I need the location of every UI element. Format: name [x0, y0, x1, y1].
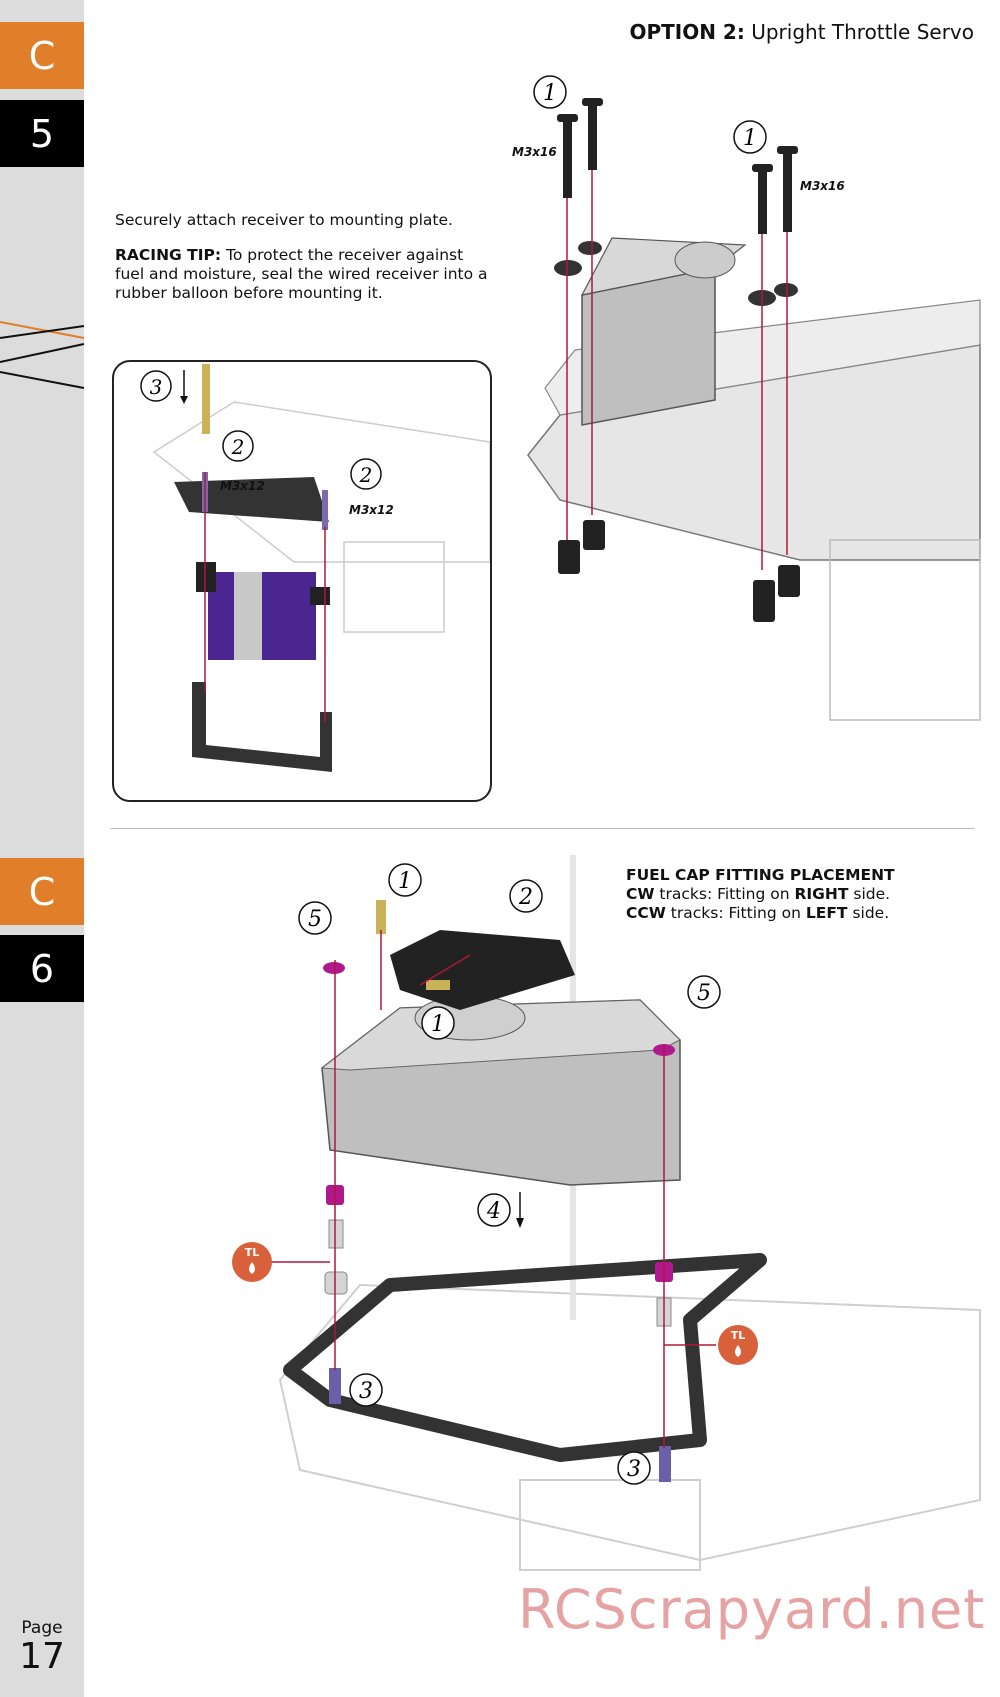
fuel-cap-title: FUEL CAP FITTING PLACEMENT	[626, 866, 895, 884]
svg-text:3: 3	[150, 375, 163, 399]
decorative-lines	[0, 321, 85, 389]
alignment-lines	[566, 170, 788, 570]
callout-2-cap: 2	[509, 879, 543, 913]
grommet	[326, 1185, 344, 1205]
svg-text:3: 3	[627, 1457, 641, 1482]
svg-text:TL: TL	[731, 1329, 746, 1342]
washer	[323, 962, 345, 974]
callout-3-left: 3	[349, 1373, 383, 1407]
instruction-text: Securely attach receiver to mounting pla…	[115, 211, 453, 229]
screw-size-label: M3x12	[349, 503, 394, 517]
post	[328, 1219, 344, 1249]
svg-text:5: 5	[697, 981, 711, 1006]
svg-text:1: 1	[543, 81, 557, 106]
svg-text:2: 2	[231, 435, 245, 459]
screw	[322, 490, 328, 530]
step-number-tab-2: 6	[0, 935, 84, 1002]
receiver-diagram: 3 2 2 M3x12 M3x12	[140, 364, 490, 772]
screw-head	[752, 164, 773, 172]
ccw-line: CCW tracks: Fitting on LEFT side.	[626, 904, 890, 922]
callout-3-right: 3	[617, 1451, 651, 1485]
spacer	[324, 1271, 348, 1295]
callout-2b: 2	[350, 458, 382, 490]
svg-text:1: 1	[398, 869, 412, 894]
cw-line: CW tracks: Fitting on RIGHT side.	[626, 885, 891, 903]
callout-2a: 2	[222, 430, 254, 462]
screw	[563, 120, 572, 198]
servo-horn	[674, 241, 736, 279]
option-description: Upright Throttle Servo	[751, 20, 974, 44]
fuel-tank	[321, 999, 681, 1186]
mounting-plate	[174, 477, 329, 522]
callout-5-left: 5	[298, 901, 332, 935]
svg-text:TL: TL	[245, 1246, 260, 1259]
screw-head	[557, 114, 578, 122]
servo-mount-diagram: 1 1 M3x16 M3x16	[512, 75, 981, 721]
screw-size-label: M3x12	[220, 479, 265, 493]
faded-assembly	[829, 539, 981, 721]
screw	[659, 1446, 671, 1482]
screw-head	[582, 98, 603, 106]
callout-4: 4	[477, 1192, 524, 1228]
callout-5-right: 5	[687, 975, 721, 1009]
svg-text:2: 2	[359, 463, 373, 487]
washer	[653, 1044, 675, 1056]
callout-1a: 1	[533, 75, 567, 109]
screw-head	[777, 146, 798, 154]
step5-instructions: Securely attach receiver to mounting pla…	[115, 211, 495, 319]
spacer	[583, 520, 605, 550]
racing-tip: RACING TIP: To protect the receiver agai…	[115, 246, 495, 303]
screw-size-label: M3x16	[512, 145, 557, 159]
page-number: 17	[19, 1636, 65, 1677]
screw	[783, 152, 792, 232]
option-label: OPTION 2:	[629, 20, 745, 44]
svg-text:2: 2	[518, 885, 533, 910]
screw	[758, 170, 767, 234]
racing-tip-text: To protect the receiver against fuel and…	[115, 246, 488, 302]
watermark: RCScrapyard.net	[518, 1578, 986, 1641]
racing-tip-label: RACING TIP:	[115, 246, 222, 264]
screw	[329, 1368, 341, 1404]
callout-3: 3	[140, 370, 188, 404]
faded-chassis	[278, 1283, 981, 1562]
fitting	[426, 980, 450, 990]
fitting	[376, 900, 386, 934]
option-title: OPTION 2: Upright Throttle Servo	[629, 20, 974, 44]
callout-1-fitting: 1	[388, 863, 422, 897]
svg-text:4: 4	[486, 1199, 501, 1224]
alignment-lines	[270, 930, 716, 1448]
spacer	[778, 565, 800, 597]
fuel-cap	[390, 930, 575, 1010]
receiver-label	[234, 572, 262, 660]
tank-mounting-plate	[283, 1253, 767, 1462]
fuel-cap-note: FUEL CAP FITTING PLACEMENT CW tracks: Fi…	[626, 866, 895, 923]
svg-text:1: 1	[743, 126, 757, 151]
svg-text:3: 3	[359, 1379, 373, 1404]
page-label: Page	[21, 1618, 63, 1638]
receiver-inset: 3 2 2 M3x12 M3x12	[112, 360, 492, 802]
receiver-tray	[192, 682, 332, 772]
threadlock-icon: TL	[232, 1242, 272, 1282]
grommet	[578, 241, 602, 255]
svg-text:5: 5	[308, 907, 322, 932]
callout-1b: 1	[733, 120, 767, 154]
section-letter-tab-2: C	[0, 858, 84, 925]
section-divider	[110, 828, 975, 829]
step-number-tab: 5	[0, 100, 84, 167]
screw-size-label: M3x16	[800, 179, 845, 193]
screw	[588, 104, 597, 170]
grommet	[655, 1262, 673, 1282]
spacer	[558, 540, 580, 574]
sidebar	[0, 0, 84, 1697]
threadlock-icon: TL	[718, 1325, 758, 1365]
callout-1-tank: 1	[421, 1006, 455, 1040]
antenna-tube	[202, 364, 210, 434]
svg-text:1: 1	[431, 1012, 445, 1037]
grommet	[554, 260, 582, 276]
spacer	[753, 580, 775, 622]
post	[656, 1297, 672, 1327]
section-letter-tab: C	[0, 22, 84, 89]
grommet	[774, 283, 798, 297]
